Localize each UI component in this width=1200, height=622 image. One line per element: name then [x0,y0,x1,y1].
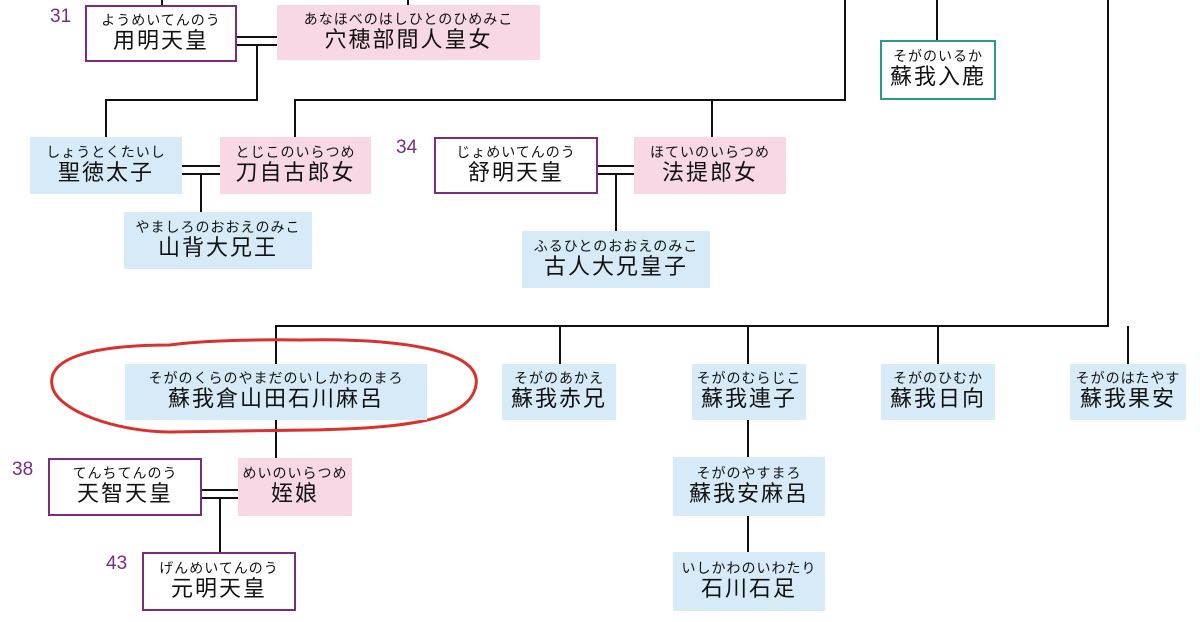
person-yomei-tenno: ようめいてんのう 用明天皇 [85,5,237,62]
person-ruby: そがのやすまろ [696,465,802,482]
person-ruby: ようめいてんのう [101,12,221,29]
person-soga-no-yasumaro: そがのやすまろ 蘇我安麻呂 [673,457,825,516]
person-ruby: じょめいてんのう [456,144,576,161]
person-name: 姪娘 [270,482,319,507]
person-ruby: やましろのおおえのみこ [135,219,301,236]
person-genmei-tenno: げんめいてんのう 元明天皇 [142,552,296,611]
person-soga-no-hatayasu: そがのはたやす 蘇我果安 [1070,364,1186,420]
highlight-circle [50,338,478,434]
person-soga-no-himuka: そがのひむか 蘇我日向 [881,364,995,420]
person-name: 蘇我日向 [889,387,986,412]
person-name: 蘇我赤兄 [510,387,607,412]
person-ruby: めいのいらつめ [242,466,348,482]
person-name: 蘇我果安 [1079,387,1176,412]
person-name: 蘇我倉山田石川麻呂 [167,387,384,412]
person-name: 山背大兄王 [157,235,278,261]
person-soga-no-akae: そがのあかえ 蘇我赤兄 [502,364,616,420]
person-name: 元明天皇 [170,576,267,602]
person-soga-no-iruka: そがのいるか 蘇我入鹿 [880,40,996,100]
person-name: 聖徳太子 [57,160,154,186]
person-ruby: しょうとくたいし [46,144,166,161]
person-ishikawa-no-iwatari: いしかわのいわたり 石川石足 [673,552,825,611]
person-soga-no-murajiko: そがのむらじこ 蘇我連子 [692,364,806,420]
person-shotoku-taishi: しょうとくたいし 聖徳太子 [30,137,182,194]
person-ruby: とじこのいらつめ [235,144,356,161]
person-ruby: そがのいるか [893,49,983,65]
person-ruby: そがのあかえ [514,371,604,387]
person-tojiko-no-iratsume: とじこのいらつめ 刀自古郎女 [220,137,371,194]
person-ruby: てんちてんのう [72,466,178,482]
reign-number-tenji: 38 [12,459,34,480]
person-soga-no-kurayamada-ishikawamaro: そがのくらのやまだのいしかわのまろ 蘇我倉山田石川麻呂 [125,364,427,420]
person-name: 穴穂部間人皇女 [324,27,493,53]
person-name: 古人大兄皇子 [543,254,688,280]
person-name: 蘇我入鹿 [889,65,986,90]
reign-number-yomei: 31 [50,6,72,27]
person-jomei-tenno: じょめいてんのう 舒明天皇 [434,137,598,194]
person-name: 用明天皇 [112,28,209,54]
person-hote-no-iratsume: ほていのいらつめ 法提郎女 [634,137,786,194]
person-ruby: そがのはたやす [1075,371,1181,387]
person-tenji-tenno: てんちてんのう 天智天皇 [48,458,202,516]
person-name: 石川石足 [700,576,797,602]
person-name: 刀自古郎女 [235,160,356,186]
person-ruby: げんめいてんのう [159,560,279,577]
reign-number-genmei: 43 [106,553,128,574]
person-name: 蘇我安麻呂 [688,481,809,507]
person-ruby: そがのくらのやまだのいしかわのまろ [148,371,404,387]
person-ruby: あなほべのはしひとのひめみこ [303,11,514,28]
person-mei-no-iratsume: めいのいらつめ 姪娘 [238,458,352,516]
person-ruby: ほていのいらつめ [650,144,770,161]
person-name: 舒明天皇 [467,160,564,186]
person-furuhito-no-oe: ふるひとのおおえのみこ 古人大兄皇子 [522,231,710,288]
person-yamashiro-no-oe: やましろのおおえのみこ 山背大兄王 [124,212,312,269]
person-ruby: いしかわのいわたり [681,560,817,577]
person-ruby: そがのむらじこ [696,371,802,387]
reign-number-jomei: 34 [396,137,418,158]
person-name: 法提郎女 [661,160,758,186]
person-name: 天智天皇 [76,482,173,507]
person-anahobe-himemiko: あなほべのはしひとのひめみこ 穴穂部間人皇女 [277,5,540,60]
person-ruby: ふるひとのおおえのみこ [533,238,699,255]
person-name: 蘇我連子 [700,387,797,412]
person-ruby: そがのひむか [893,371,983,387]
